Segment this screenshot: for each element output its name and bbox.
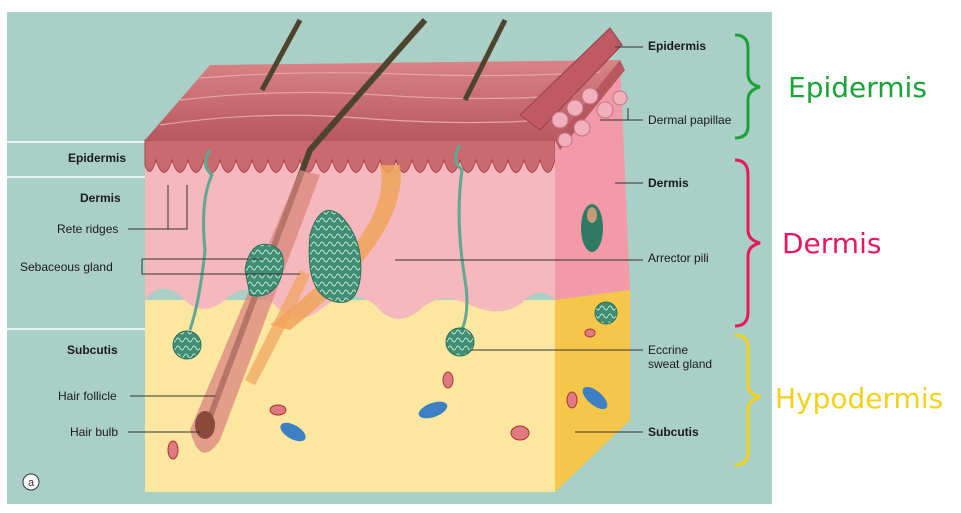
label-sebaceous-gland: Sebaceous gland [20,260,113,274]
panel-letter: a [28,477,35,489]
label-subcutis-right: Subcutis [648,425,699,439]
leader-lines-right [395,46,643,433]
epidermis-side [555,60,625,150]
label-epidermis-left: Epidermis [68,151,126,165]
sweat-gland [445,327,475,357]
hair-bulb [195,411,215,439]
skin-surface-lines [159,71,601,126]
label-eccrine: Eccrine [648,343,688,357]
annotation-epidermis: Epidermis [788,71,927,104]
sebaceous-gland [308,210,362,303]
blood-vessels [167,328,608,460]
hair-follicle [190,170,320,453]
arrector-pili-muscle [270,165,401,330]
sebaceous-gland [244,243,284,297]
sweat-duct [188,149,214,331]
sweat-gland [172,330,202,360]
brace-epidermis [734,33,761,140]
sweat-gland [594,301,618,325]
leader-lines-left [128,185,300,433]
annotation-hypodermis: Hypodermis [775,382,943,415]
sweat-duct [454,144,469,331]
follicle-cross-section [581,204,603,252]
label-dermis-left: Dermis [80,191,121,205]
label-hair-bulb: Hair bulb [70,425,118,439]
panel-letter-badge [22,473,40,491]
epidermis-surface [145,60,620,140]
label-subcutis-left: Subcutis [67,343,118,357]
label-rete-ridges: Rete ridges [57,222,118,236]
label-epidermis-right: Epidermis [648,39,706,53]
arrector-pili-muscle [245,270,310,385]
label-dermal-papillae: Dermal papillae [648,113,732,127]
label-sweat-gland: sweat gland [648,357,712,371]
dermal-papillae [551,87,628,148]
annotation-dermis: Dermis [782,227,881,260]
brace-dermis [734,158,761,328]
label-dermis-right: Dermis [648,176,689,190]
label-arrector-pili: Arrector pili [648,251,709,265]
label-hair-follicle: Hair follicle [58,389,117,403]
epidermis-flap [519,27,623,131]
brace-hypodermis [734,333,761,467]
